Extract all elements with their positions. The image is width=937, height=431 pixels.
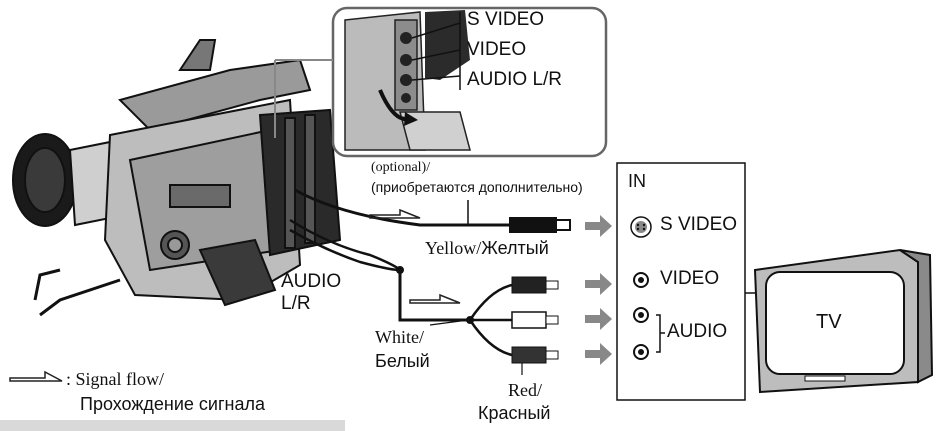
legend-signal-flow: : Signal flow/ — [66, 369, 164, 389]
jack-closeup-inset — [331, 6, 608, 158]
red-plug — [511, 346, 559, 364]
camera-lr-label: L/R — [281, 293, 311, 314]
video-jack-label: VIDEO — [467, 39, 527, 60]
bottom-bar — [0, 420, 345, 431]
white-plug — [511, 311, 559, 329]
tv-s-video-label: S VIDEO — [660, 214, 738, 235]
s-video-jack-label: S VIDEO — [467, 9, 545, 30]
audio-jack-icon — [633, 307, 665, 360]
tv-video-label: VIDEO — [660, 268, 720, 289]
tv-screen-label: TV — [816, 311, 842, 333]
red-cable-label-en: Red/ — [508, 380, 542, 400]
optional-note-line1: (optional)/ — [371, 160, 431, 175]
legend-signal-flow-ru: Прохождение сигнала — [80, 394, 266, 414]
white-cable-label-en: White/ — [375, 327, 424, 347]
yellow-cable-label: Yellow/Желтый — [425, 238, 549, 258]
white-cable-label-ru: Белый — [375, 351, 430, 371]
legend-arrow-icon — [9, 370, 63, 382]
tv-set-illustration — [753, 248, 934, 394]
audio-lr-jack-label: AUDIO L/R — [467, 69, 563, 90]
tv-audio-label: AUDIO — [667, 321, 728, 342]
red-cable-label-ru: Красный — [478, 403, 551, 423]
tv-panel-title: IN — [628, 171, 646, 191]
flow-arrows-to-tv — [585, 215, 612, 365]
optional-note-line2: (приобретаются дополнительно) — [371, 179, 583, 195]
yellow-plug — [511, 276, 559, 294]
cables — [289, 188, 571, 357]
s-video-jack-icon — [630, 216, 652, 238]
camcorder-illustration — [12, 39, 342, 317]
signal-flow-arrow — [369, 208, 461, 304]
video-jack-icon — [633, 272, 649, 288]
camera-audio-label: AUDIO — [281, 271, 342, 292]
